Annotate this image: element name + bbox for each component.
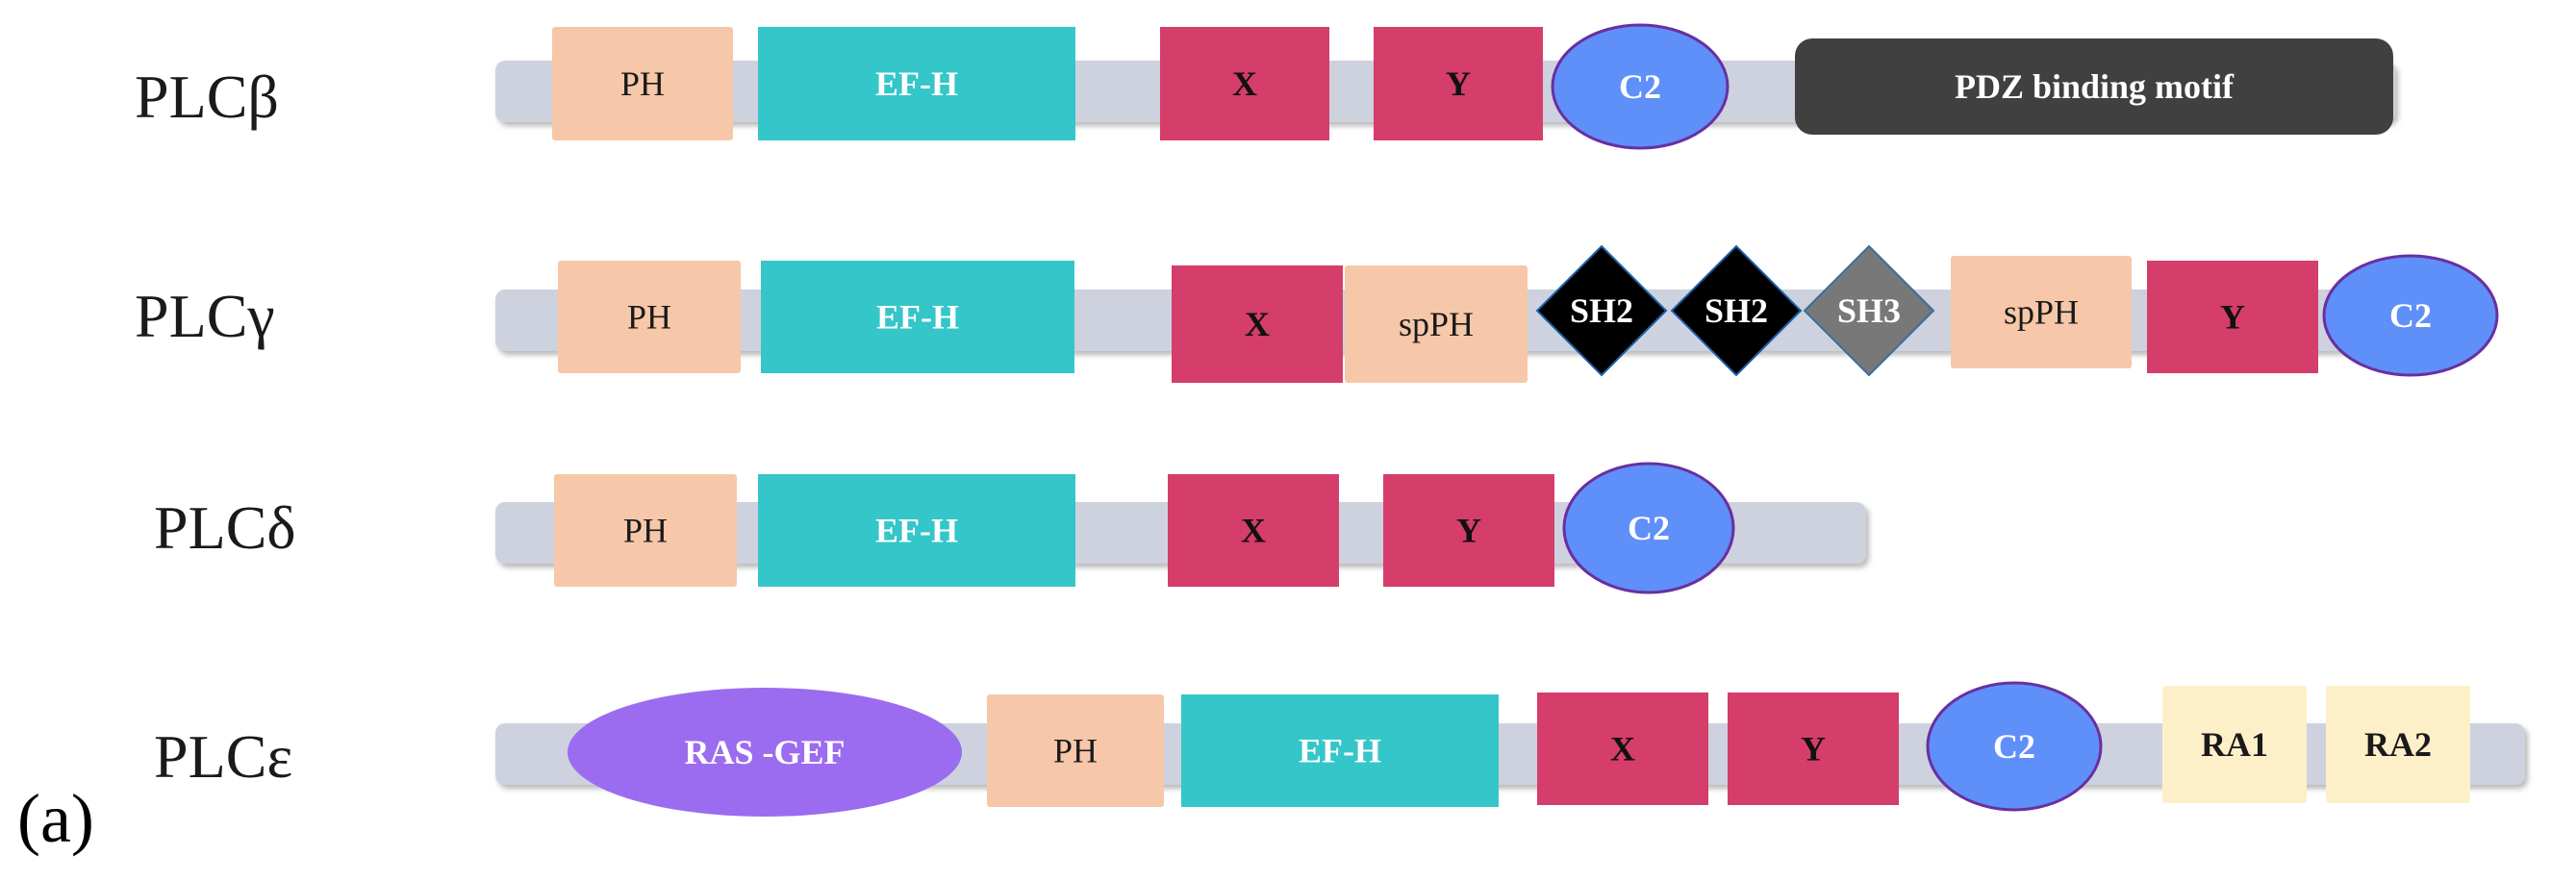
domain-label: RA2: [2364, 725, 2432, 764]
domain-x: X: [1160, 27, 1329, 140]
domain-shape: [2326, 686, 2470, 803]
domain-label: X: [1241, 512, 1266, 550]
domain-shape: [2322, 254, 2499, 377]
domain-spph: spPH: [1345, 265, 1528, 383]
domain-shape: [1535, 244, 1668, 377]
domain-shape: [1181, 694, 1499, 807]
domain-ra2: RA2: [2326, 686, 2470, 803]
domain-shape: [1551, 23, 1730, 150]
domain-label: Y: [1801, 730, 1826, 769]
isoform-label: PLCε: [154, 722, 292, 791]
domain-label: EF-H: [1299, 732, 1381, 770]
domain-shape: [1537, 693, 1708, 805]
domain-x: X: [1172, 265, 1343, 383]
domain-label: EF-H: [875, 512, 958, 550]
domain-shape: [987, 694, 1164, 807]
domain-spph: spPH: [1951, 256, 2132, 368]
domain-ph: PH: [552, 27, 733, 140]
isoform-row-4: PLCε RAS -GEF PH EF-H X Y C2 RA1 RA2: [154, 681, 2525, 817]
domain-label: PH: [627, 298, 671, 337]
domain-shape: [758, 27, 1075, 140]
isoform-label: PLCγ: [135, 282, 275, 350]
domain-sh3: SH3: [1803, 244, 1935, 377]
domain-shape: [1562, 462, 1735, 594]
domain-label: C2: [2389, 296, 2432, 335]
domain-label: spPH: [2004, 293, 2079, 332]
domain-c2: C2: [1551, 23, 1730, 150]
panel-label: (a): [17, 780, 94, 857]
isoform-label: PLCδ: [154, 493, 296, 562]
domain-label: PH: [623, 512, 668, 550]
domain-c2: C2: [1926, 681, 2103, 812]
domain-shape: [1383, 474, 1554, 587]
domain-shape: [761, 261, 1074, 373]
domain-shape: [1168, 474, 1339, 587]
domain-shape: [1803, 244, 1935, 377]
domain-shape: [1160, 27, 1329, 140]
domain-c2: C2: [2322, 254, 2499, 377]
domain-ef-h: EF-H: [758, 474, 1075, 587]
domain-shape: [1951, 256, 2132, 368]
domain-y: Y: [1728, 693, 1899, 805]
domain-shape: [568, 688, 962, 817]
domain-label: C2: [1993, 727, 2035, 766]
domain-label: X: [1245, 305, 1270, 343]
domain-label: X: [1232, 64, 1257, 103]
isoform-label: PLCβ: [135, 63, 279, 131]
domain-shape: [552, 27, 733, 140]
domain-label: EF-H: [875, 64, 958, 103]
domain-shape: [1374, 27, 1543, 140]
domain-ph: PH: [554, 474, 737, 587]
domain-label: spPH: [1399, 305, 1474, 343]
domain-label: SH2: [1705, 291, 1768, 330]
domain-ph: PH: [558, 261, 741, 373]
domain-label: PH: [620, 64, 665, 103]
domain-label: PH: [1053, 732, 1098, 770]
domain-label: C2: [1619, 67, 1661, 106]
isoform-row-3: PLCδ PH EF-H X Y C2: [154, 462, 1866, 594]
domain-c2: C2: [1562, 462, 1735, 594]
domain-sh2: SH2: [1670, 244, 1803, 377]
isoform-row-1: PLCβ PH EF-H X Y C2 PDZ binding motif: [135, 23, 2395, 150]
domain-ef-h: EF-H: [761, 261, 1074, 373]
domain-label: PDZ binding motif: [1955, 67, 2235, 106]
domain-label: Y: [1446, 64, 1471, 103]
domain-shape: [554, 474, 737, 587]
domain-shape: [1926, 681, 2103, 812]
domain-ef-h: EF-H: [758, 27, 1075, 140]
domain-ph: PH: [987, 694, 1164, 807]
domain-shape: [758, 474, 1075, 587]
domain-y: Y: [2147, 261, 2318, 373]
domain-label: RA1: [2201, 725, 2268, 764]
domain-label: RAS -GEF: [684, 733, 845, 771]
domain-shape: [2162, 686, 2307, 803]
domain-label: Y: [2220, 298, 2245, 337]
domain-shape: [2147, 261, 2318, 373]
domain-label: SH3: [1837, 291, 1901, 330]
domain-y: Y: [1383, 474, 1554, 587]
domain-ras-gef: RAS -GEF: [568, 688, 962, 817]
domain-x: X: [1168, 474, 1339, 587]
domain-label: X: [1610, 730, 1635, 769]
domain-label: SH2: [1570, 291, 1633, 330]
domain-shape: [1670, 244, 1803, 377]
domain-x: X: [1537, 693, 1708, 805]
domain-label: C2: [1628, 509, 1670, 547]
domain-ef-h: EF-H: [1181, 694, 1499, 807]
domain-sh2: SH2: [1535, 244, 1668, 377]
domain-label: EF-H: [876, 298, 959, 337]
domain-shape: [558, 261, 741, 373]
domain-shape: [1728, 693, 1899, 805]
domain-shape: [1172, 265, 1343, 383]
domain-ra1: RA1: [2162, 686, 2307, 803]
domain-pdz-binding-motif: PDZ binding motif: [1795, 38, 2393, 135]
domain-shape: [1345, 265, 1528, 383]
domain-label: Y: [1456, 512, 1481, 550]
domain-shape: [1795, 38, 2393, 135]
domain-y: Y: [1374, 27, 1543, 140]
